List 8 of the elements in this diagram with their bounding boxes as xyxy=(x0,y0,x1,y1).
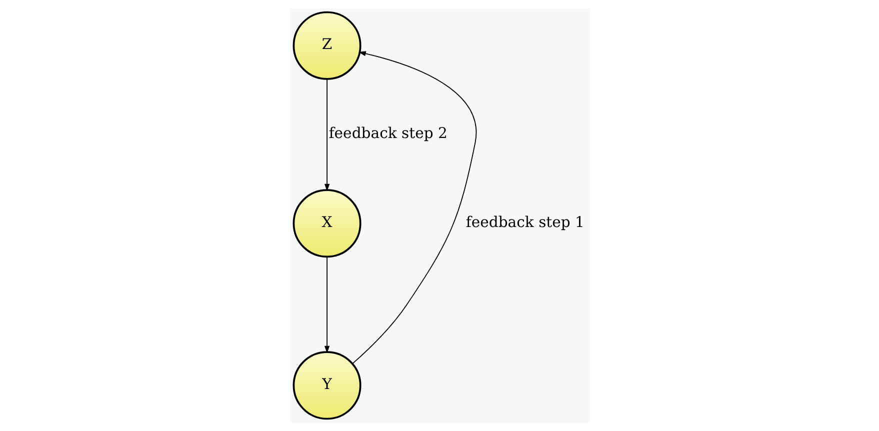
arrow xyxy=(324,256,330,354)
node-circle: Z xyxy=(292,11,361,80)
node-circle: Y xyxy=(292,351,361,420)
edge-label: feedback step 2 xyxy=(328,125,447,142)
edge-label: feedback step 1 xyxy=(465,214,584,231)
node-circle: X xyxy=(292,189,361,258)
arrow xyxy=(324,78,330,192)
arrow xyxy=(352,51,476,364)
